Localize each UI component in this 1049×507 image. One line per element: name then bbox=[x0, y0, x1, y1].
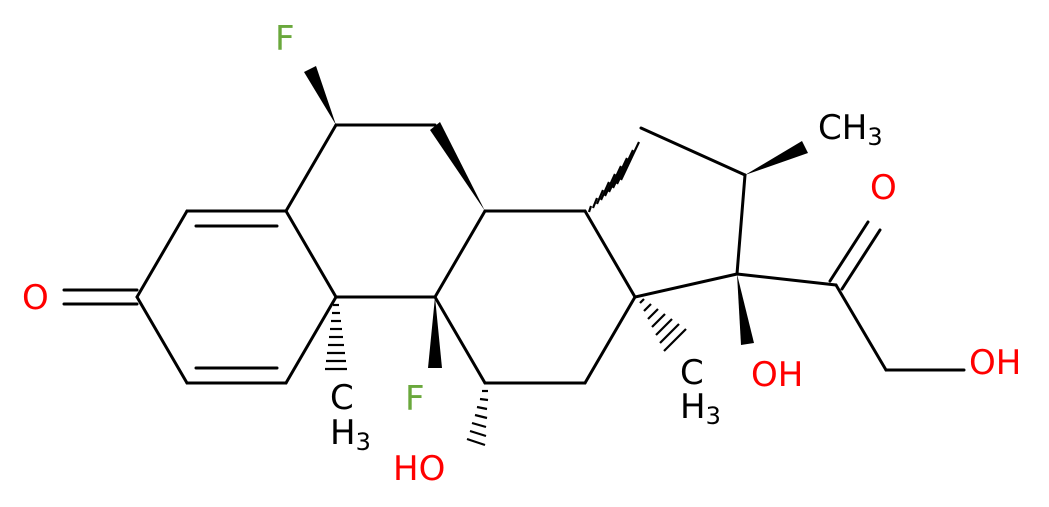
bond-c17-c13 bbox=[633, 272, 739, 299]
bond-c10-c1 bbox=[284, 295, 338, 385]
bond-c2-c3 bbox=[135, 295, 189, 385]
bond-c20-o-2 bbox=[840, 228, 882, 291]
hydroxyl-11-label: HO bbox=[393, 449, 445, 489]
hydroxyl-17-label: OH bbox=[751, 355, 803, 395]
fluorine-9-label: F bbox=[405, 379, 425, 419]
bond-c3-c4 bbox=[135, 209, 189, 299]
ketone-o3-label: O bbox=[22, 278, 49, 318]
atom-labels: F F O O HO OH OH CH3 C H3 C H3 bbox=[22, 19, 1021, 489]
methyl-13-h-label: H3 bbox=[680, 387, 721, 430]
hash-c11-oh bbox=[466, 389, 489, 447]
hash-c14-c15 bbox=[587, 141, 640, 213]
bond-c20-o-1 bbox=[828, 220, 870, 283]
fluorine-6-label: F bbox=[275, 19, 295, 59]
hydroxyl-21-label: OH bbox=[969, 343, 1021, 383]
methyl-13-c-label: C bbox=[680, 353, 704, 393]
methyl-16-label: CH3 bbox=[818, 108, 883, 151]
hash-bonds bbox=[325, 141, 687, 447]
wedge-c9-f bbox=[428, 297, 442, 368]
methyl-10-h-label: H3 bbox=[330, 413, 371, 456]
wedge-bonds bbox=[304, 66, 808, 368]
bond-c5-c6 bbox=[284, 123, 338, 213]
bond-c15-c16 bbox=[639, 126, 747, 177]
wedge-c6-f bbox=[304, 66, 336, 125]
wedge-c17-oh bbox=[737, 274, 754, 345]
bond-c13-c12 bbox=[583, 295, 637, 385]
bond-c20-c21 bbox=[834, 283, 888, 372]
bond-c14-c13 bbox=[583, 209, 637, 299]
methyl-10-c-label: C bbox=[330, 378, 354, 418]
bond-c8-c9 bbox=[433, 209, 487, 299]
bond-c16-c17 bbox=[735, 173, 747, 276]
ketone-o20-label: O bbox=[870, 168, 897, 208]
wedge-c8-c7 bbox=[430, 122, 485, 211]
bond-c11-c9 bbox=[433, 295, 487, 385]
wedge-c16-ch3 bbox=[745, 141, 808, 175]
bond-c17-c20 bbox=[735, 272, 838, 287]
hash-c10-ch3 bbox=[325, 303, 347, 371]
bond-c5-c10 bbox=[284, 209, 338, 299]
bonds bbox=[62, 123, 966, 385]
hash-c13-ch3 bbox=[639, 298, 687, 352]
